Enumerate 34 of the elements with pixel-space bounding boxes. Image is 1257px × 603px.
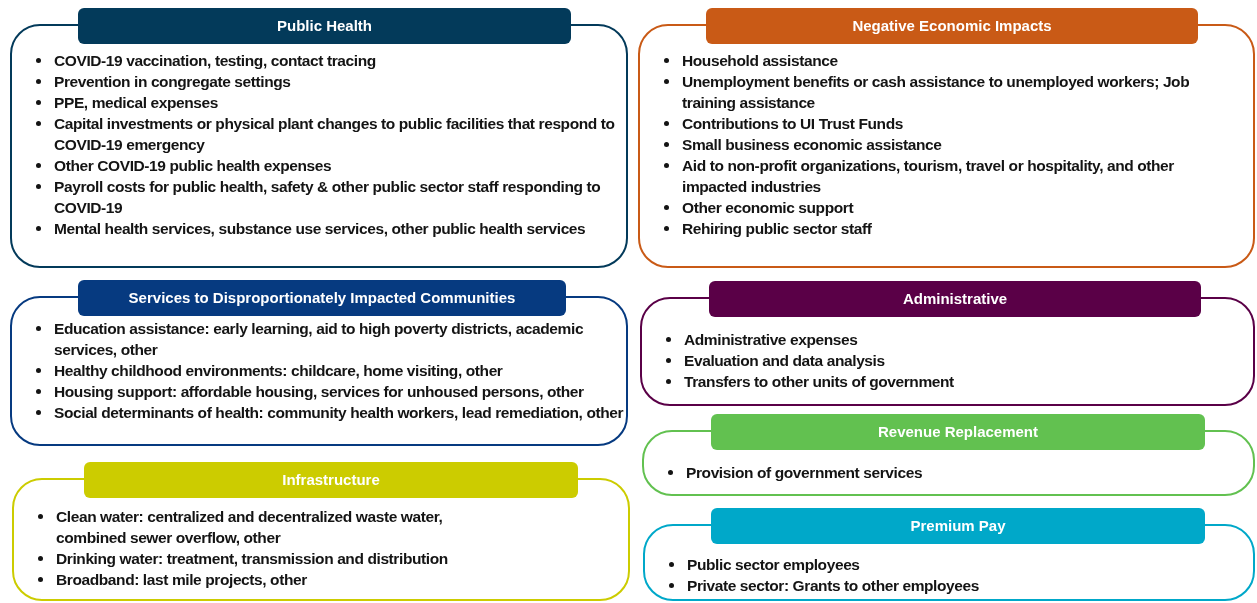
bullet-item: Small business economic assistance (682, 135, 942, 155)
bullet-item: Evaluation and data analysis (684, 351, 885, 371)
bullet-item: Broadband: last mile projects, other (56, 570, 307, 590)
bullet-item: Capital investments or physical plant changes to public facilities that respond to COVID-19 emergency (54, 114, 616, 155)
bullet-item: Transfers to other units of government (684, 372, 954, 392)
bullet-item: Other COVID-19 public health expenses (54, 156, 332, 176)
bullet-item: Rehiring public sector staff (682, 219, 872, 239)
bullet-item: Drinking water: treatment, transmission and distribution (56, 549, 448, 569)
bullet-item: Contributions to UI Trust Funds (682, 114, 903, 134)
bullet-item: Other economic support (682, 198, 854, 218)
bullet-item: COVID-19 vaccination, testing, contact tracing (54, 51, 376, 71)
bullet-item: Household assistance (682, 51, 838, 71)
bullet-item: Clean water: centralized and decentralized waste water, combined sewer overflow, other (56, 507, 444, 548)
category-header: Infrastructure (84, 462, 578, 498)
bullet-item: Provision of government services (686, 463, 923, 483)
bullet-item: Mental health services, substance use services, other public health services (54, 219, 586, 239)
bullet-item: Social determinants of health: community health workers, lead remediation, other (54, 403, 624, 423)
bullet-item: Public sector employees (687, 555, 860, 575)
bullet-item: Unemployment benefits or cash assistance to unemployed workers; Job training assistance (682, 72, 1191, 113)
bullet-item: Housing support: affordable housing, services for unhoused persons, other (54, 382, 584, 402)
bullet-item: Payroll costs for public health, safety & other public sector staff responding to COVID-19 (54, 177, 602, 218)
bullet-item: Aid to non-profit organizations, tourism, travel or hospitality, and other impacted industries (682, 156, 1175, 197)
category-header: Public Health (78, 8, 571, 44)
category-header: Negative Economic Impacts (706, 8, 1198, 44)
bullet-item: Prevention in congregate settings (54, 72, 291, 92)
bullet-item: PPE, medical expenses (54, 93, 218, 113)
category-header: Revenue Replacement (711, 414, 1205, 450)
bullet-item: Education assistance: early learning, aid to high poverty districts, academic services, other (54, 319, 585, 360)
category-header: Premium Pay (711, 508, 1205, 544)
bullet-item: Administrative expenses (684, 330, 858, 350)
bullet-item: Healthy childhood environments: childcare, home visiting, other (54, 361, 503, 381)
category-header: Services to Disproportionately Impacted Communities (78, 280, 566, 316)
category-header: Administrative (709, 281, 1201, 317)
bullet-item: Private sector: Grants to other employees (687, 576, 979, 596)
